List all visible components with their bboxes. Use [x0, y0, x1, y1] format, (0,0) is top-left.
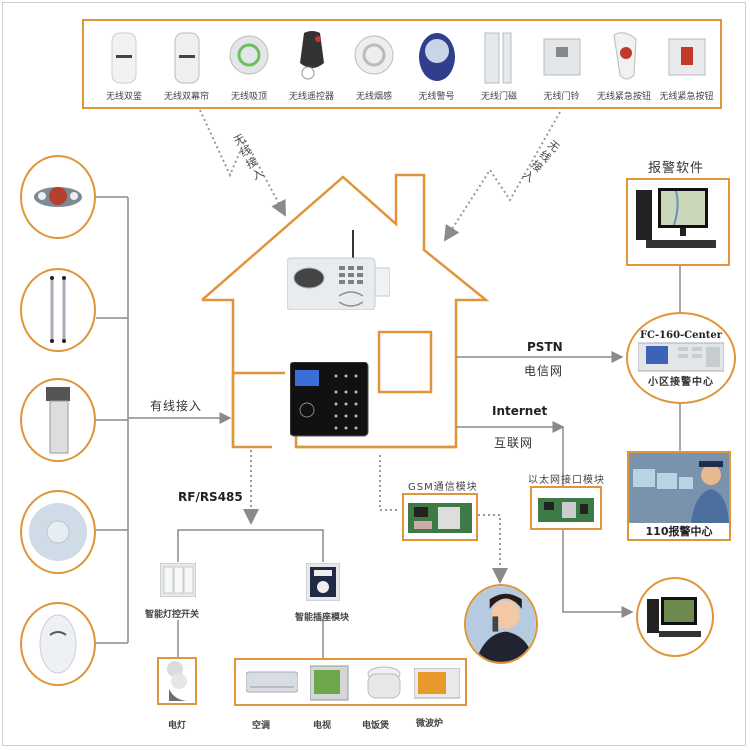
gsm-to-phone: [478, 514, 508, 584]
lamp-icon: [167, 661, 189, 701]
police-center-label: 110报警中心: [645, 525, 713, 538]
wireless-device-label: 无线烟感: [355, 92, 392, 102]
mobile-phone-user: [464, 584, 538, 664]
gsm-link: [379, 455, 400, 511]
wall-pir-icon: [39, 614, 77, 674]
remote-computer: [636, 577, 714, 657]
wireless-device-item: 无线吸顶: [219, 21, 279, 111]
wireless-link-left: [199, 109, 286, 217]
smart-socket-label: 智能插座模块: [295, 613, 350, 623]
pstn-label: PSTN: [527, 340, 563, 354]
panic-button-icon: [667, 29, 707, 85]
light-switch-icon: [159, 562, 197, 598]
lamp-label: 电灯: [168, 721, 187, 731]
smart-light-switch-label: 智能灯控开关: [145, 610, 200, 620]
wireless-device-item: 无线紧急按钮: [657, 21, 717, 111]
ethernet-module-label: 以太网接口模块: [528, 475, 605, 486]
lamp-box: [157, 657, 197, 705]
wired-device-outdoor-curtain: [20, 378, 96, 462]
gsm-module-label: GSM通信模块: [408, 482, 478, 493]
receiver-console-icon: [638, 342, 724, 372]
smart-socket: [305, 562, 341, 602]
center-title: FC-160-Center: [639, 330, 723, 341]
circuit-board-icon: [538, 498, 594, 522]
outdoor-curtain-detector-icon: [46, 387, 70, 454]
infrared-beam-icon: [50, 276, 66, 343]
center-subtitle: 小区接警中心: [648, 377, 714, 388]
touch-alarm-panel: [289, 361, 372, 440]
internet-sublabel: 互联网: [494, 436, 534, 450]
microwave-icon: [414, 668, 460, 699]
ceiling-pir-icon: [29, 503, 87, 561]
remote-control-icon: [292, 29, 332, 85]
wireless-device-label: 无线门铃: [543, 92, 580, 102]
police-110-center: 110报警中心: [627, 451, 731, 541]
wireless-device-label: 无线紧急按钮: [659, 92, 714, 102]
pir-detector-icon: [104, 29, 144, 85]
woman-on-phone-photo-icon: [466, 586, 536, 662]
pstn-sublabel: 电信网: [524, 364, 564, 378]
curtain-detector-icon: [167, 29, 207, 85]
desktop-computer-icon: [636, 188, 716, 248]
wireless-device-item: 无线烟感: [344, 21, 404, 111]
panel-lead-left: [231, 371, 285, 447]
rice-cooker-icon: [367, 666, 401, 699]
desktop-computer-icon: [647, 597, 701, 637]
wireless-device-item: 无线门磁: [469, 21, 529, 111]
police-officer-photo-icon: [629, 453, 729, 523]
smart-light-switch: [159, 562, 197, 598]
wireless-link-right: [443, 111, 561, 242]
ethernet-to-pc: [562, 530, 634, 618]
wireless-device-item: 无线紧急按钮: [594, 21, 654, 111]
internet-label: Internet: [492, 404, 548, 418]
wireless-device-item: 无线警号: [407, 21, 467, 111]
wireless-device-label: 无线吸顶: [230, 92, 267, 102]
doorbell-icon: [542, 29, 582, 85]
wireless-device-label: 无线双鉴: [105, 92, 142, 102]
wireless-device-item: 无线遥控器: [282, 21, 342, 111]
gsm-module: [402, 493, 478, 541]
wireless-alarm-panel: [286, 230, 391, 311]
door-contact-icon: [479, 29, 519, 85]
television-icon: [310, 665, 349, 701]
appliance-label-ac: 空调: [252, 721, 271, 731]
wired-device-outdoor-detector: [20, 155, 96, 239]
community-alarm-center: FC-160-Center 小区接警中心: [626, 312, 736, 404]
wired-device-ceiling-pir: [20, 490, 96, 574]
wired-device-wall-pir: [20, 602, 96, 686]
wireless-device-item: 无线双鉴: [94, 21, 154, 111]
air-conditioner-icon: [246, 671, 298, 693]
ethernet-module: [530, 486, 602, 530]
wireless-device-item: 无线门铃: [532, 21, 592, 111]
panic-pendant-icon: [604, 29, 644, 85]
outdoor-detector-icon: [34, 187, 82, 207]
wireless-device-label: 无线遥控器: [288, 92, 334, 102]
wired-access-label: 有线接入: [150, 399, 203, 413]
alarm-software-label: 报警软件: [648, 161, 705, 176]
appliance-label-tv: 电视: [313, 721, 332, 731]
wireless-devices-panel: 无线双鉴 无线双幕帘 无线吸顶 无线遥控器 无线烟感 无线警号 无线门磁 无线门铃 无线紧急按钮…: [82, 19, 722, 109]
appliance-label-rice-cooker: 电饭煲: [362, 721, 390, 731]
house-window: [377, 330, 433, 394]
ceiling-detector-icon: [229, 29, 269, 85]
siren-icon: [417, 29, 457, 85]
wireless-device-item: 无线双幕帘: [157, 21, 217, 111]
smart-socket-icon: [305, 562, 341, 602]
smoke-detector-icon: [354, 29, 394, 85]
alarm-software-pc: [626, 178, 730, 266]
appliances-box: [234, 658, 467, 706]
circuit-board-icon: [408, 503, 472, 533]
wireless-device-label: 无线警号: [418, 92, 455, 102]
house-roof: [201, 173, 490, 449]
wireless-device-label: 无线门磁: [480, 92, 517, 102]
appliance-label-microwave: 微波炉: [416, 719, 444, 729]
wired-device-infrared-beam: [20, 268, 96, 352]
wireless-device-label: 无线紧急按钮: [596, 92, 651, 102]
rf-rs485-label: RF/RS485: [178, 490, 243, 504]
wireless-device-label: 无线双幕帘: [163, 92, 209, 102]
